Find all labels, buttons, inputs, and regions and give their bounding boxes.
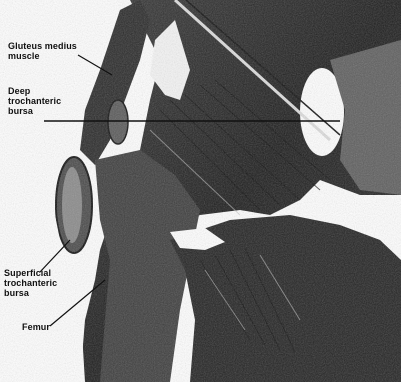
label-deep-trochanteric-bursa: Deep trochanteric bursa [8, 86, 61, 116]
label-gluteus-line2: muscle [8, 51, 77, 61]
label-femur-text: Femur [22, 322, 50, 332]
label-superficial-trochanteric-bursa: Superficial trochanteric bursa [4, 268, 57, 298]
label-gluteus-line1: Gluteus medius [8, 41, 77, 51]
label-deep-line1: Deep [8, 86, 61, 96]
label-superficial-line1: Superficial [4, 268, 57, 278]
label-gluteus-medius: Gluteus medius muscle [8, 41, 77, 61]
label-deep-line2: trochanteric [8, 96, 61, 106]
label-superficial-line3: bursa [4, 288, 57, 298]
label-superficial-line2: trochanteric [4, 278, 57, 288]
label-femur: Femur [22, 322, 50, 332]
label-deep-line3: bursa [8, 106, 61, 116]
